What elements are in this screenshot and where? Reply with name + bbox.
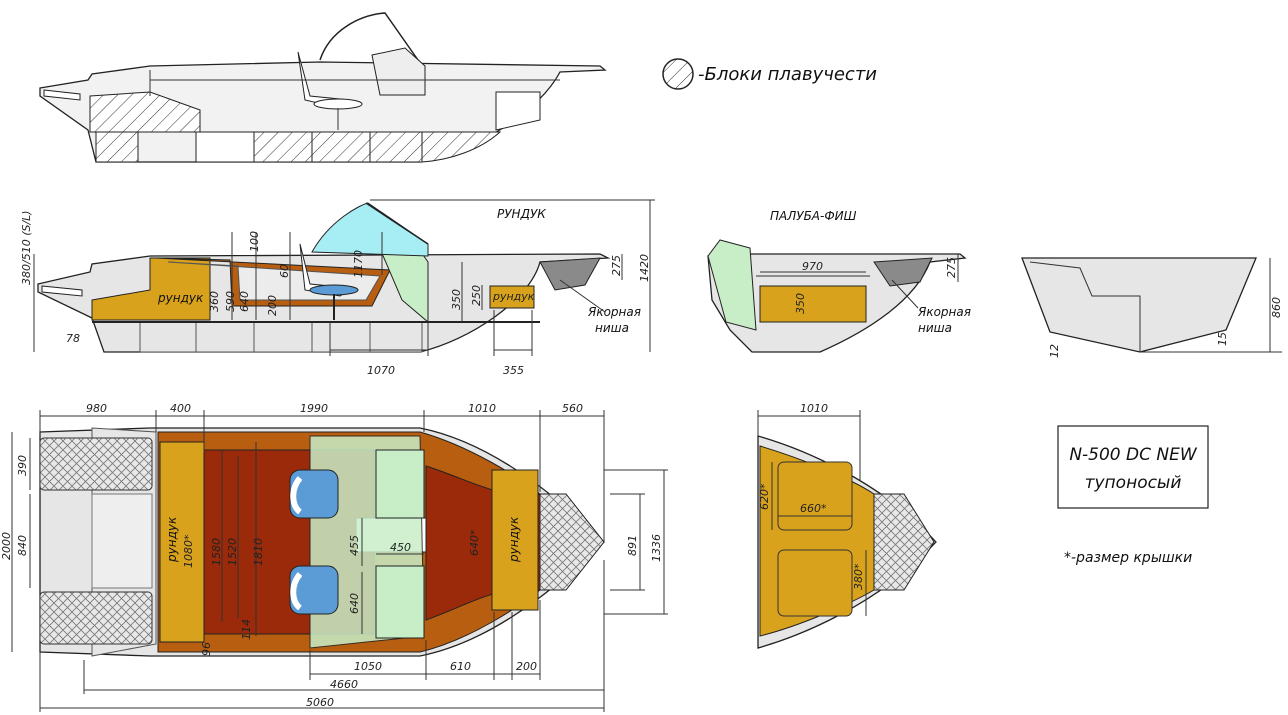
dim-891: 891 [626,535,639,556]
dim-angle: 78 [66,332,80,345]
dim-455: 455 [348,535,361,556]
dim-60: 60 [278,264,291,278]
dim-15: 15 [1216,332,1229,346]
side-view-title: РУНДУК [497,207,546,221]
plan-cover-right: 640* [468,529,481,556]
dim-840: 840 [16,535,29,556]
dim-1050: 1050 [354,660,382,673]
dim-1420: 1420 [638,254,651,282]
dim-355: 355 [503,364,524,377]
deck-view-title: ПАЛУБА-ФИШ [770,209,857,223]
dim-12: 12 [1048,344,1061,358]
dim-bow-1010: 1010 [800,402,828,415]
bow-view: 1010 620* 660* 380* [757,402,937,649]
cover-note: *-размер крышки [1064,550,1192,566]
dim-390: 390 [16,455,29,476]
dim-640: 640 [238,291,251,312]
side-anchor-label-2: ниша [595,321,629,335]
dim-610: 610 [450,660,471,673]
dim-660: 660* [800,502,827,515]
dim-plan-200: 200 [516,660,537,673]
dim-860: 860 [1270,297,1283,318]
side-anchor-label-1: Якорная [587,305,641,319]
dim-deck-275: 275 [945,257,958,278]
dim-deck-350: 350 [794,293,807,314]
side-dimensions: 380/510 (S/L) 78 100 60 1170 200 360 590… [20,199,655,377]
dim-980: 980 [86,402,107,415]
side-profile-view [37,202,611,353]
dim-350: 350 [450,289,463,310]
dim-1336: 1336 [650,534,663,562]
plan-storage-right: рундук [507,516,521,563]
dim-970: 970 [802,260,823,273]
dim-200: 200 [266,295,279,316]
dim-400: 400 [170,402,191,415]
plan-dimensions: 980 400 1990 1010 560 390 2000 840 1580 … [0,402,668,712]
dim-275: 275 [610,255,623,276]
dim-1070: 1070 [367,364,395,377]
dim-1520: 1520 [226,538,239,566]
dim-1810: 1810 [252,538,265,566]
dim-590: 590 [224,291,237,312]
plan-storage-left: рундук [165,516,179,563]
dim-2000: 2000 [0,532,13,560]
hatch-swatch-icon [662,58,694,90]
dim-360: 360 [208,291,221,312]
side-storage-label-2: рундук [492,290,535,303]
model-box: N-500 DC NEW тупоносый [1057,425,1209,509]
deck-view [707,239,967,353]
dim-plan-640: 640 [348,593,361,614]
dim-380: 380* [852,563,865,590]
section-view: 860 12 15 [1021,257,1283,358]
dim-250: 250 [470,285,483,306]
plan-view [39,427,605,657]
side-storage-label: рундук [157,291,204,305]
floats-legend-label: -Блоки плавучести [698,64,877,85]
dim-560: 560 [562,402,583,415]
dim-96: 96 [200,642,213,656]
dim-1580: 1580 [210,538,223,566]
deck-anchor-label-2: ниша [918,321,952,335]
model-variant: тупоносый [1085,473,1182,493]
dim-5060: 5060 [306,696,334,709]
dim-1990: 1990 [300,402,328,415]
dim-114: 114 [240,619,253,640]
dim-1170: 1170 [352,250,365,278]
plan-cover-left: 1080* [182,534,195,568]
dim-transom: 380/510 (S/L) [20,210,33,285]
dim-plan-1010: 1010 [468,402,496,415]
deck-anchor-label-1: Якорная [917,305,971,319]
dim-100: 100 [248,231,261,252]
dim-450: 450 [390,541,411,554]
model-name: N-500 DC NEW [1069,445,1198,465]
dim-620: 620* [758,483,771,510]
floats-legend: -Блоки плавучести [662,58,877,90]
dim-4660: 4660 [330,678,358,691]
top-hull-section [39,12,607,163]
